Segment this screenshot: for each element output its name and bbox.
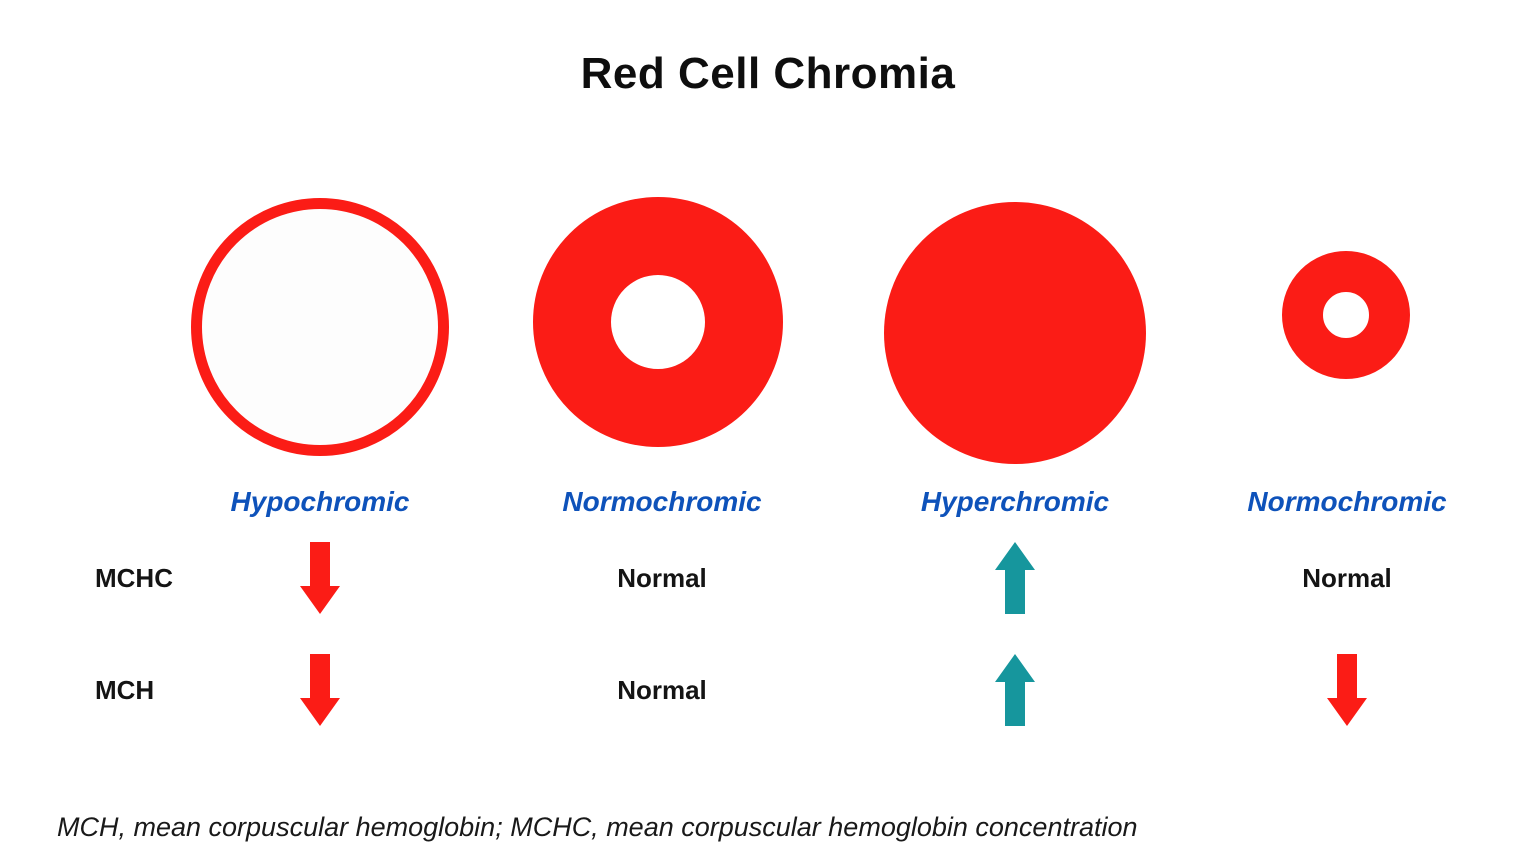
- mchc-normochromic-small-indicator: Normal: [1272, 542, 1422, 614]
- up-arrow-icon: [995, 654, 1035, 726]
- column-label-normochromic: Normochromic: [562, 486, 762, 517]
- hyperchromic-cell-illustration: [884, 202, 1146, 464]
- hypochromic-cell-illustration: [191, 198, 449, 456]
- down-arrow-icon: [300, 542, 340, 614]
- normal-value-label: Normal: [617, 562, 707, 593]
- down-arrow-icon: [300, 654, 340, 726]
- mch-normochromic-indicator: Normal: [587, 654, 737, 726]
- page-title: Red Cell Chromia: [580, 49, 956, 98]
- normal-value-label: Normal: [617, 674, 707, 705]
- column-label-hypochromic: Hypochromic: [230, 486, 410, 517]
- mchc-hypochromic-indicator: [245, 542, 395, 614]
- row-label-mch: MCH: [95, 675, 155, 705]
- down-arrow-icon: [1327, 654, 1367, 726]
- normochromic-cell-illustration: [533, 197, 783, 447]
- mch-hypochromic-indicator: [245, 654, 395, 726]
- up-arrow-icon: [995, 542, 1035, 614]
- column-label-hyperchromic: Hyperchromic: [920, 486, 1110, 517]
- row-label-mchc: MCHC: [95, 563, 173, 593]
- mch-hyperchromic-indicator: [940, 654, 1090, 726]
- mchc-hyperchromic-indicator: [940, 542, 1090, 614]
- mch-normochromic-small-indicator: [1272, 654, 1422, 726]
- mchc-normochromic-indicator: Normal: [587, 542, 737, 614]
- abbreviation-footnote: MCH, mean corpuscular hemoglobin; MCHC, …: [57, 812, 1138, 842]
- normal-value-label: Normal: [1302, 562, 1392, 593]
- small-normochromic-cell-illustration: [1282, 251, 1410, 379]
- column-label-normochromic-small: Normochromic: [1247, 486, 1447, 517]
